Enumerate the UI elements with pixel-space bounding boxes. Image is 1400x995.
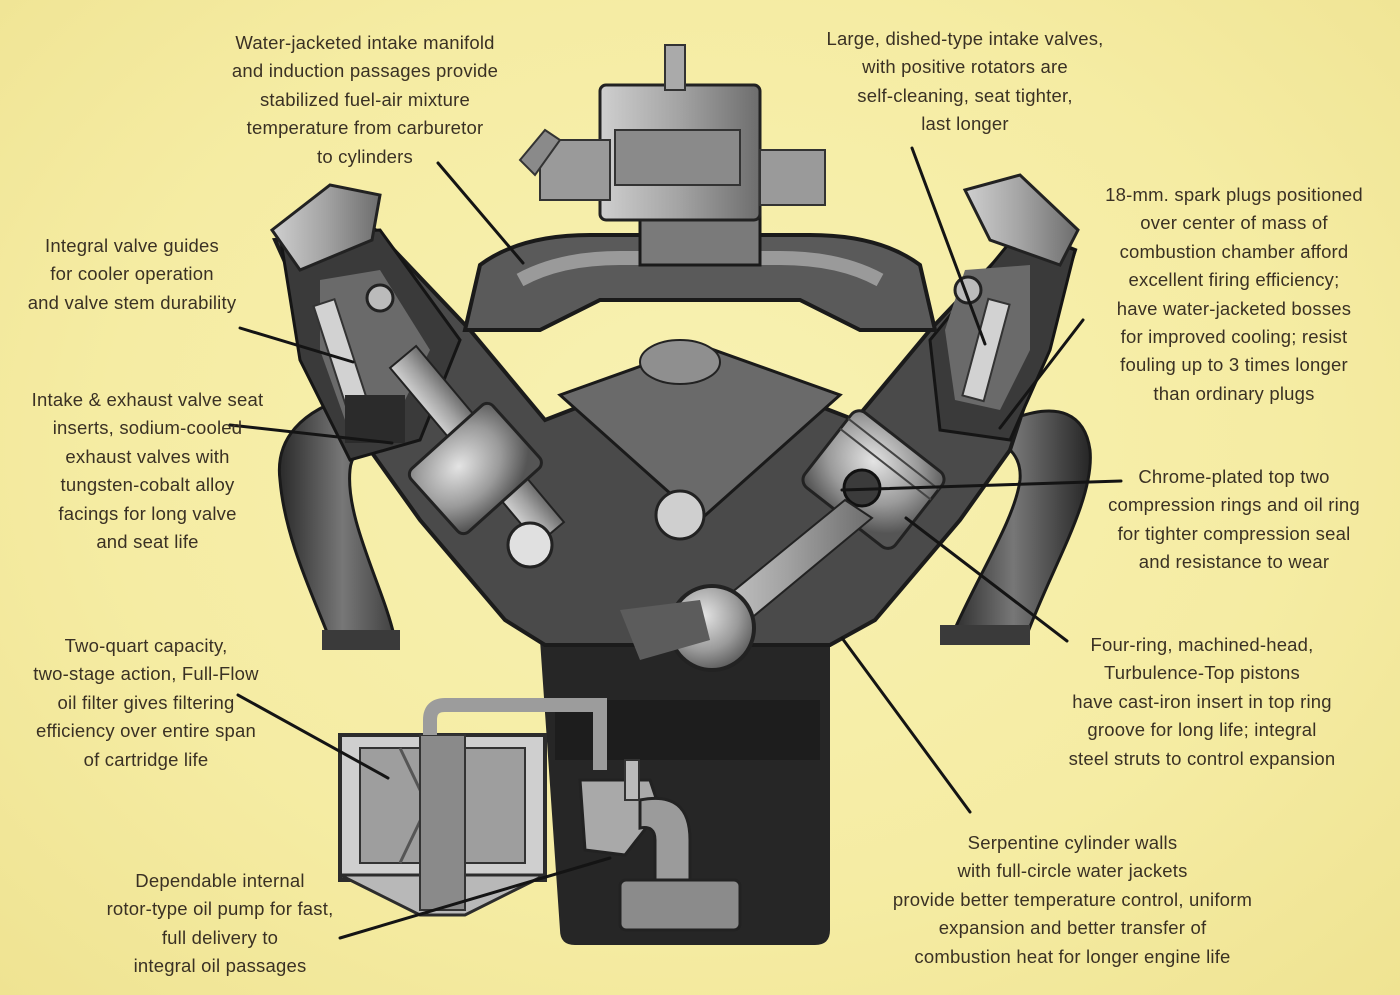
callout-line: last longer [921,113,1009,135]
callout-line: and induction passages provide [231,60,499,82]
callout-line: fouling up to 3 times longer [1120,354,1348,376]
callout-line: and valve stem durability [27,291,237,313]
callout-line: Integral valve guides [45,235,219,256]
callout-line: over center of mass of [1140,212,1328,234]
callout-line: full delivery to [161,926,279,948]
callout-line: groove for long life; integral [1087,719,1317,741]
callout-line: Dependable internal [135,870,305,891]
carburetor [518,44,826,222]
oil-pump [578,759,742,932]
callout-line: facings for long valve [58,502,237,524]
callout-piston-rings: Chrome-plated top two compression rings … [1085,463,1383,577]
callout-line: than ordinary plugs [1153,382,1315,404]
callout-line: to cylinders [317,145,413,167]
callout-valve-seat-inserts: Intake & exhaust valve seat inserts, sod… [15,386,280,556]
callout-line: excellent firing efficiency; [1128,269,1340,291]
callout-oil-pump: Dependable internal rotor-type oil pump … [95,867,345,981]
callout-line: for improved cooling; resist [1120,326,1348,348]
callout-line: combustion chamber afford [1119,240,1349,262]
callout-pistons: Four-ring, machined-head, Turbulence-Top… [1052,631,1352,773]
left-valve-cover [269,183,382,272]
callout-line: tungsten-cobalt alloy [60,474,235,496]
callout-line: combustion heat for longer engine life [914,945,1231,967]
callout-line: provide better temperature control, unif… [892,888,1253,910]
right-valve-cover [962,173,1080,267]
callout-line: self-cleaning, seat tighter, [857,84,1073,106]
callout-line: with positive rotators are [862,56,1068,78]
callout-line: Chrome-plated top two [1138,466,1330,487]
callout-line: 18-mm. spark plugs positioned [1105,184,1363,205]
callout-line: integral oil passages [133,955,307,977]
callout-line: stabilized fuel-air mixture [259,88,470,110]
callout-line: Four-ring, machined-head, [1090,634,1314,655]
callout-line: Two-quart capacity, [64,635,228,656]
callout-line: Water-jacketed intake manifold [235,32,495,53]
callout-line: expansion and better transfer of [938,917,1207,939]
callout-line: and seat life [96,531,199,553]
callout-line: have water-jacketed bosses [1116,297,1352,319]
callout-line: Serpentine cylinder walls [967,832,1178,853]
callout-line: for tighter compression seal [1117,522,1351,544]
callout-line: for cooler operation [50,263,214,285]
callout-line: efficiency over entire span [36,720,256,742]
callout-line: temperature from carburetor [246,117,484,139]
callout-line: Large, dished-type intake valves, [826,28,1104,49]
callout-spark-plugs: 18-mm. spark plugs positioned over cente… [1075,181,1393,408]
callout-line: Intake & exhaust valve seat [31,389,264,410]
callout-oil-filter: Two-quart capacity, two-stage action, Fu… [20,632,272,774]
callout-cylinder-walls: Serpentine cylinder walls with full-circ… [875,829,1270,971]
callout-line: of cartridge life [83,748,209,770]
callout-line: two-stage action, Full-Flow [33,663,259,685]
callout-line: Turbulence-Top pistons [1103,662,1300,684]
callout-valve-guides: Integral valve guides for cooler operati… [10,232,254,317]
callout-line: steel struts to control expansion [1068,747,1336,769]
callout-line: compression rings and oil ring [1108,494,1360,516]
callout-line: inserts, sodium-cooled [52,417,243,439]
callout-intake-manifold: Water-jacketed intake manifold and induc… [210,29,520,171]
callout-line: and resistance to wear [1138,551,1330,573]
callout-line: oil filter gives filtering [57,691,235,713]
callout-line: exhaust valves with [65,445,230,467]
callout-line: with full-circle water jackets [957,860,1188,882]
callout-line: have cast-iron insert in top ring [1072,690,1332,712]
callout-line: rotor-type oil pump for fast, [106,898,334,920]
callout-intake-valves: Large, dished-type intake valves, with p… [800,25,1130,139]
